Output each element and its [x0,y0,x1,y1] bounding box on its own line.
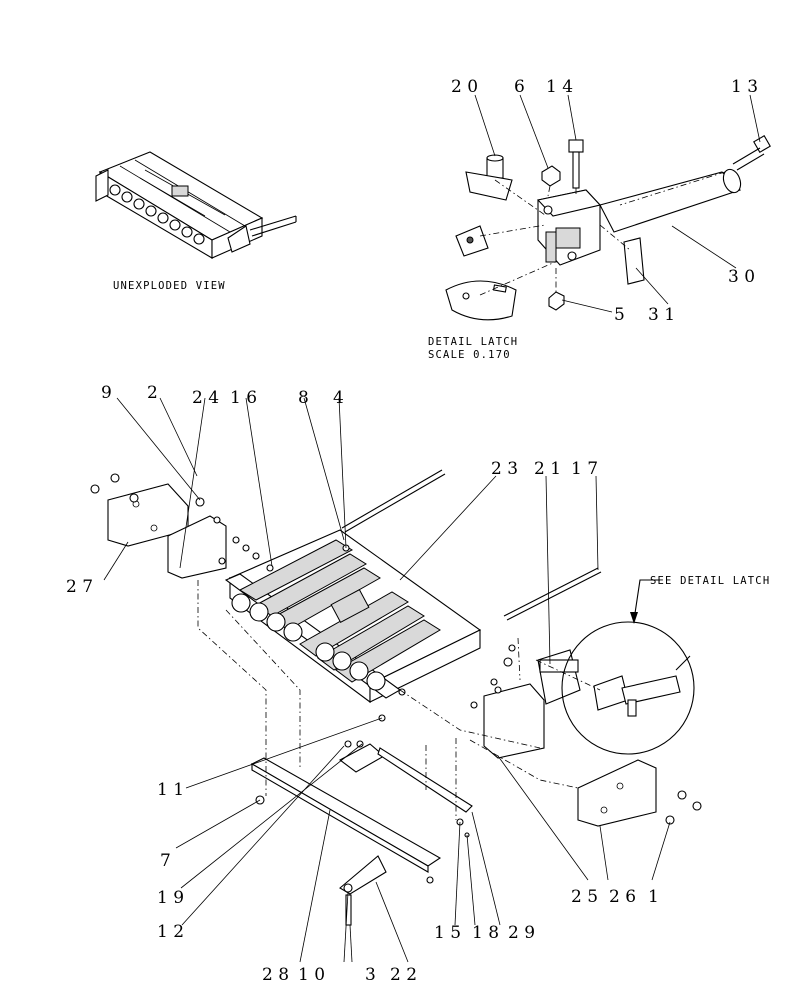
callout-1: 1 [648,887,659,907]
detail-latch-caption: DETAIL LATCH [428,336,518,348]
callout-7: 7 [160,851,171,871]
callout-17: 1 7 [571,459,598,479]
callout-6: 6 [514,77,525,97]
callout-15: 1 5 [434,923,461,943]
callout-11: 1 1 [157,780,184,800]
callout-21: 2 1 [534,459,561,479]
detail-latch-drawing [445,135,771,321]
unexploded-view-drawing [95,151,297,259]
callout-3: 3 [365,965,376,985]
detail-latch-scale: SCALE 0.170 [428,349,511,361]
callout-27: 2 7 [66,577,93,597]
callout-20: 2 0 [451,77,478,97]
callout-30: 3 0 [728,267,755,287]
callout-8: 8 [298,388,309,408]
callout-16: 1 6 [230,388,257,408]
callout-9: 9 [101,383,112,403]
callout-31: 3 1 [648,305,675,325]
callout-25: 2 5 [571,887,598,907]
callout-23: 2 3 [491,459,518,479]
unexploded-view-caption: UNEXPLODED VIEW [113,280,226,292]
callout-28: 2 8 [262,965,289,985]
leader-lines [103,94,761,963]
callout-24: 2 4 [192,388,219,408]
callout-19: 1 9 [157,888,184,908]
callout-14: 1 4 [546,77,573,97]
see-detail-latch-label: SEE DETAIL LATCH [650,575,770,587]
callout-labels: 2 0 6 1 4 1 3 3 0 5 3 1 9 2 2 4 1 6 8 4 … [66,77,770,985]
main-frame-drawing [90,469,702,926]
callout-4: 4 [333,388,344,408]
callout-2: 2 [147,383,158,403]
callout-29: 2 9 [508,923,535,943]
callout-26: 2 6 [609,887,636,907]
callout-13: 1 3 [731,77,758,97]
callout-12: 1 2 [157,922,184,942]
callout-5: 5 [614,305,625,325]
callout-10: 1 0 [298,965,325,985]
callout-18: 1 8 [472,923,499,943]
callout-22: 2 2 [390,965,417,985]
